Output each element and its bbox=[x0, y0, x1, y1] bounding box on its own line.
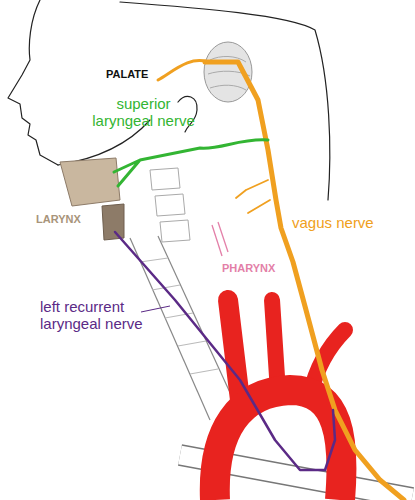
vertebra bbox=[155, 194, 185, 216]
vertebra bbox=[150, 168, 180, 190]
structure-label: PALATE bbox=[106, 68, 166, 81]
leader-line bbox=[141, 306, 170, 312]
pharynx-muscle bbox=[212, 222, 228, 256]
nerve-label: left recurrent laryngeal nerve bbox=[40, 298, 150, 333]
structure-label: LARYNX bbox=[36, 213, 106, 226]
vagus-nerve bbox=[158, 61, 404, 500]
structure-label: PHARYNX bbox=[222, 262, 284, 275]
left-recurrent-laryngeal-nerve bbox=[115, 232, 335, 470]
superior-laryngeal-nerve bbox=[114, 140, 268, 186]
nerve-label: vagus nerve bbox=[292, 214, 402, 231]
vertebra bbox=[160, 220, 190, 242]
nerve-label: superior laryngeal nerve bbox=[86, 95, 201, 130]
face-profile bbox=[8, 0, 58, 165]
